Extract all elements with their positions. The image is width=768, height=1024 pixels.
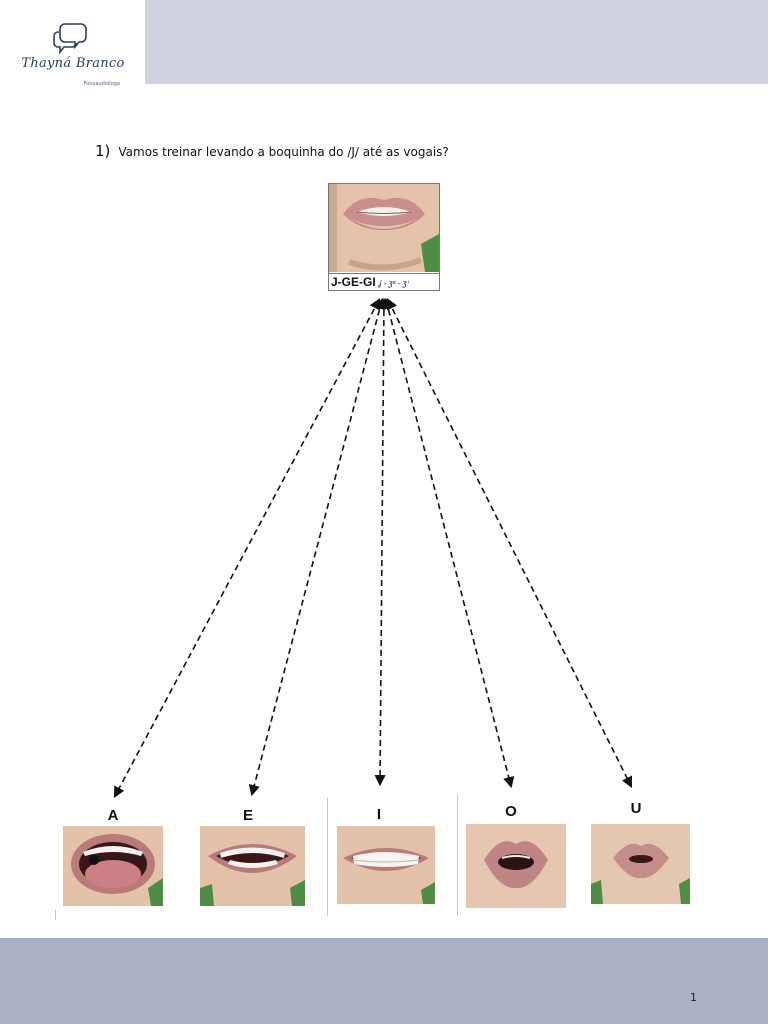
arrow-to-u [386,297,633,789]
logo-name: Thayná Branco [21,56,125,71]
question: 1) Vamos treinar levando a boquinha do /… [95,142,449,160]
vowel-label-a: A [107,807,119,824]
arrow-to-a [113,298,381,798]
vowel-photo-u [591,824,690,904]
main-mouth-photo: J-GE-GI ʝ - ʒᵉ - ʒⁱ [328,183,440,291]
header-band [145,0,768,84]
footer-band [0,938,768,1024]
arrow-to-e [248,297,386,797]
arrow-to-i [374,297,390,787]
page-number: 1 [690,991,697,1004]
separator [55,910,56,920]
question-number: 1) [95,142,111,160]
vowel-photo-e [200,826,305,906]
vowel-photo-i [337,826,435,904]
logo-subtitle: Fonoaudióloga [83,81,120,87]
separator [457,794,458,916]
arrow-to-o [382,297,515,789]
main-caption-text: J-GE-GI [331,275,376,289]
vowel-photo-a [63,826,163,906]
logo: Thayná Branco Fonoaudióloga [18,18,128,88]
vowel-label-i: I [376,806,382,823]
main-mouth-image [329,184,439,272]
vowel-photo-o [466,824,566,908]
vowel-label-u: U [630,800,642,817]
main-caption-phonetic: ʝ - ʒᵉ - ʒⁱ [379,279,409,288]
question-text: Vamos treinar levando a boquinha do /J/ … [118,145,449,159]
vowel-label-o: O [505,803,517,820]
speech-bubbles-icon [53,23,87,54]
vowel-label-e: E [242,807,253,824]
main-caption: J-GE-GI ʝ - ʒᵉ - ʒⁱ [329,273,439,290]
separator [327,798,328,916]
